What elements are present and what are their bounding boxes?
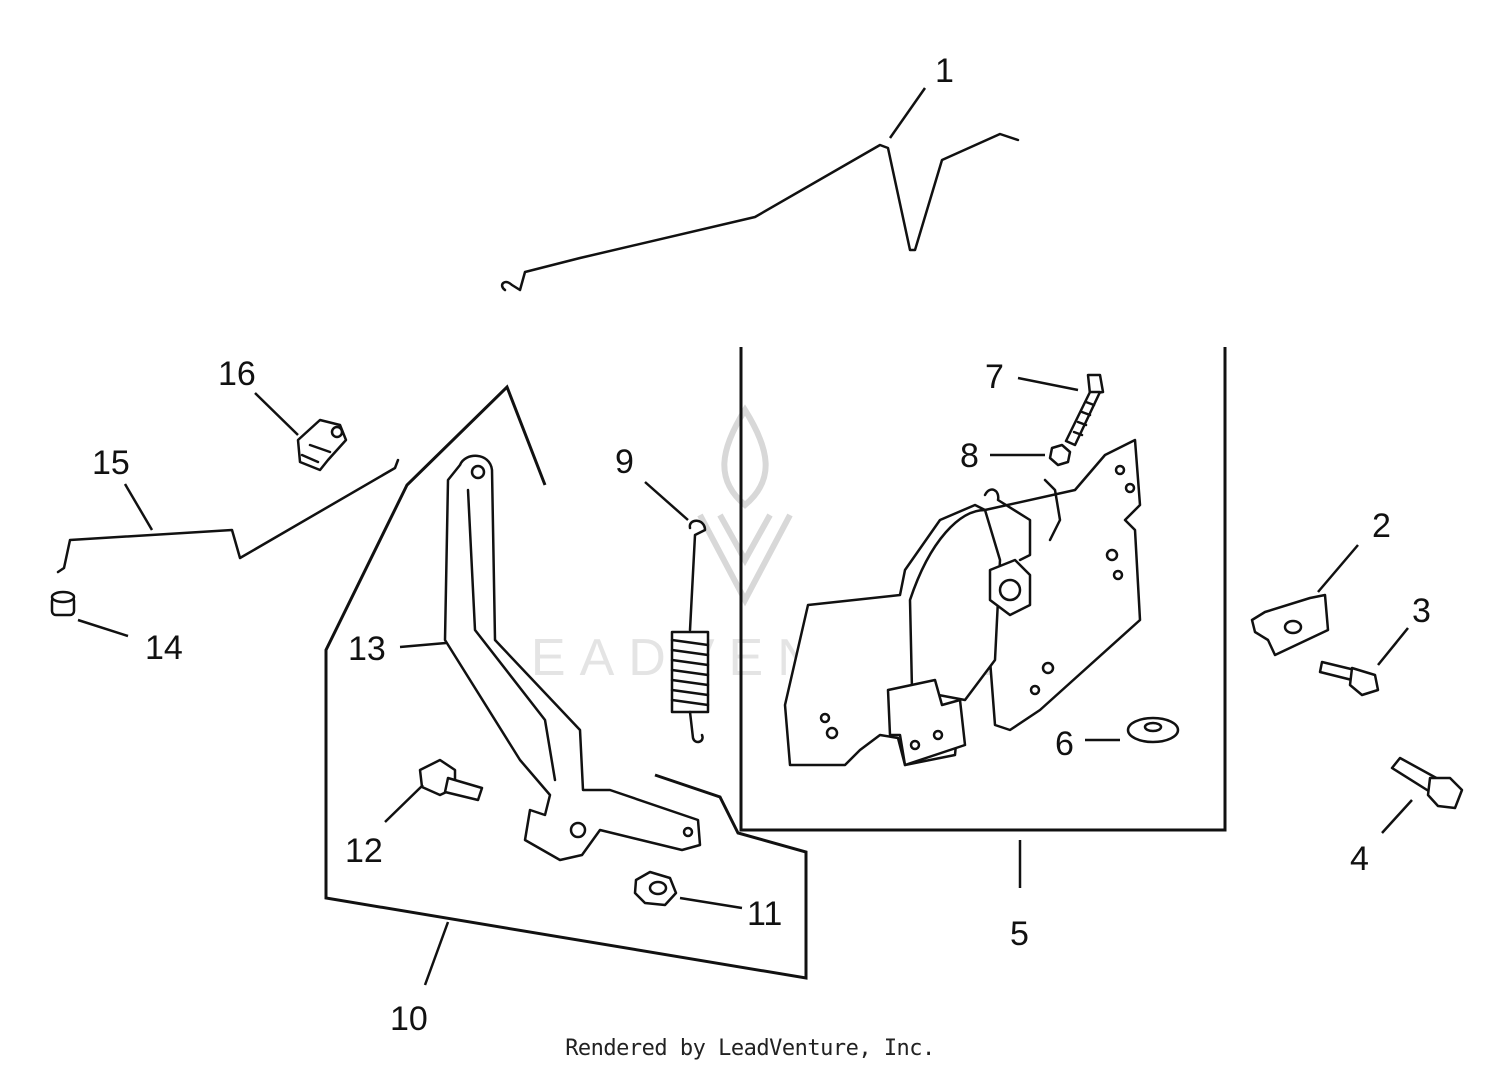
- choke-rod: [56, 458, 400, 574]
- nut-8: [1048, 443, 1072, 467]
- screw-7: [1064, 373, 1105, 447]
- callout-14: 14: [145, 629, 183, 667]
- plug: [50, 590, 76, 617]
- washer-6: [1126, 716, 1180, 744]
- callout-10: 10: [390, 1000, 428, 1038]
- callout-11: 11: [747, 895, 782, 933]
- callout-3: 3: [1412, 592, 1431, 630]
- bolt-3: [1318, 660, 1380, 697]
- governor-control-assembly: [783, 438, 1142, 767]
- callout-6: 6: [1055, 725, 1074, 763]
- extension-spring: [670, 519, 710, 744]
- callout-12: 12: [345, 832, 383, 870]
- nut-11: [633, 870, 678, 907]
- callout-8: 8: [960, 437, 979, 475]
- callout-16: 16: [218, 355, 256, 393]
- callout-labels: 1 2 3 4 5 6 7 8 9 10 11 12 13 14 15 16: [92, 52, 1431, 1038]
- wire-clip: [296, 418, 348, 472]
- callout-1: 1: [935, 52, 954, 90]
- kit-frame-5: [739, 347, 1227, 832]
- callout-4: 4: [1350, 840, 1369, 878]
- leader-lines: [77, 87, 1413, 986]
- callout-15: 15: [92, 444, 130, 482]
- kit-frame-10: [324, 384, 808, 980]
- callout-7: 7: [985, 358, 1004, 396]
- callout-2: 2: [1372, 507, 1391, 545]
- callout-5: 5: [1010, 915, 1029, 953]
- bolt-4: [1390, 756, 1464, 810]
- callout-9: 9: [615, 443, 634, 481]
- callout-13: 13: [348, 630, 386, 668]
- footer-credit: Rendered by LeadVenture, Inc.: [565, 1036, 935, 1061]
- throttle-rod: [500, 132, 1020, 292]
- bracket-clip-2: [1250, 593, 1330, 657]
- control-lever: [443, 454, 702, 862]
- bolt-12: [418, 758, 484, 802]
